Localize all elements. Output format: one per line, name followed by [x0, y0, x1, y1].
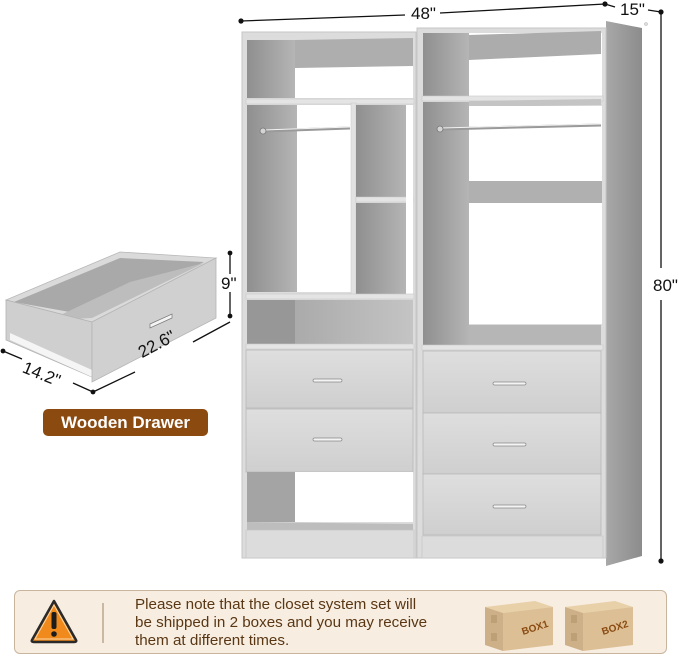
notice-line-2: be shipped in 2 boxes and you may receiv… [135, 614, 428, 631]
closet-drawing [0, 1, 664, 566]
drawer-height-label: 9" [221, 274, 237, 293]
shipping-notice: Please note that the closet system set w… [14, 590, 667, 654]
box2-icon: BOX2 [565, 601, 633, 651]
width-dimension-label: 48" [411, 4, 436, 23]
warning-icon [29, 598, 79, 644]
box1-icon: BOX1 [485, 601, 553, 651]
shipping-boxes: BOX1 BOX2 [477, 593, 663, 653]
wooden-drawer-badge: Wooden Drawer [43, 409, 208, 436]
closet-illustration [0, 1, 664, 566]
notice-line-3: them at different times. [135, 632, 290, 649]
notice-line-1: Please note that the closet system set w… [135, 596, 417, 613]
height-dimension-label: 80" [652, 276, 679, 296]
depth-dimension-label: 15" [620, 0, 645, 19]
notice-text: Please note that the closet system set w… [135, 596, 435, 650]
notice-divider [102, 603, 104, 643]
